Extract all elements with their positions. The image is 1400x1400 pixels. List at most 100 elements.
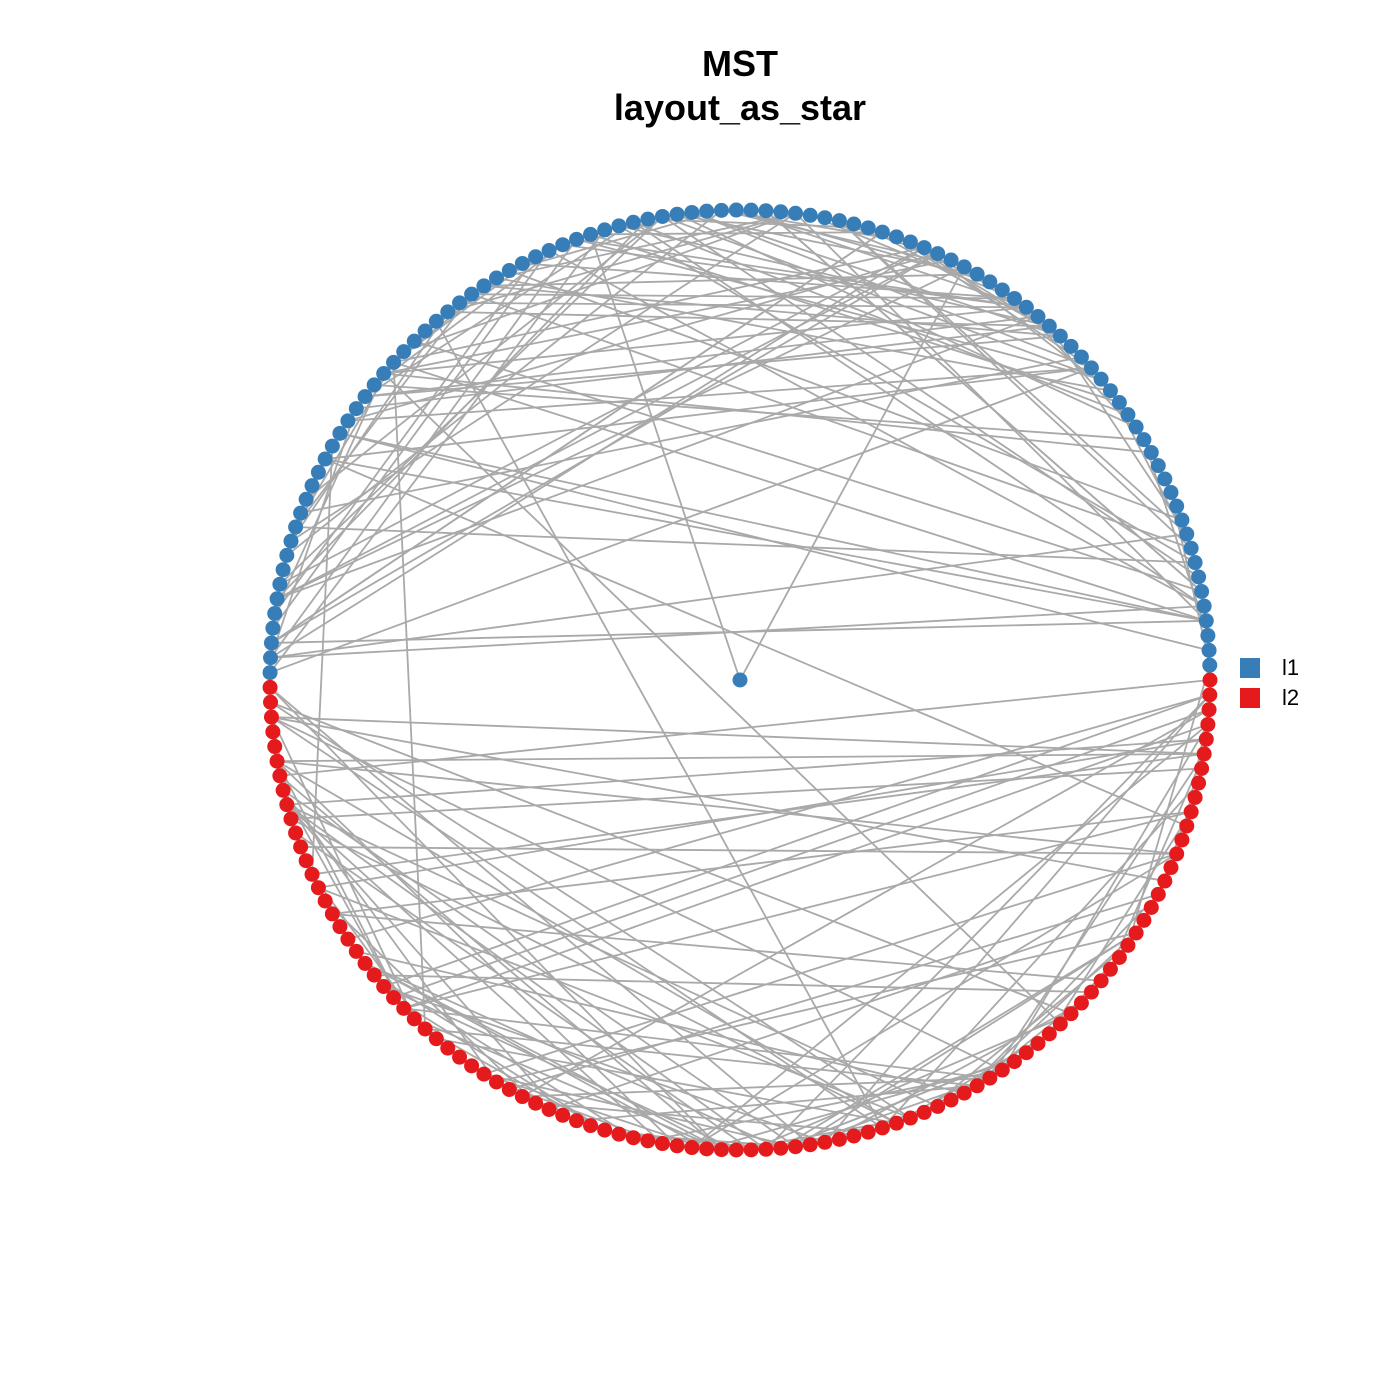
node-l2 [956, 1085, 972, 1101]
edge [425, 1028, 978, 1087]
node-l1 [298, 491, 314, 507]
node-l1 [279, 547, 295, 563]
edge [618, 224, 1050, 328]
edge [270, 716, 883, 1129]
node-l2 [376, 979, 392, 995]
edge [562, 243, 1027, 309]
legend-item-l2: l2 [1240, 683, 1299, 713]
edge [392, 362, 427, 1029]
node-l2 [654, 1136, 670, 1152]
node-l1 [611, 218, 627, 234]
node-l2 [275, 782, 291, 798]
node-l1 [357, 389, 373, 405]
edge [1109, 753, 1205, 970]
node-l2 [1136, 912, 1152, 928]
node-l1 [406, 333, 422, 349]
edge [271, 252, 939, 644]
node-l1 [340, 413, 356, 429]
node-l1 [1093, 371, 1109, 387]
edge [347, 367, 1092, 422]
node-l1 [1194, 583, 1210, 599]
node-l1 [262, 665, 278, 681]
node-l2 [332, 919, 348, 935]
node-l2 [406, 1011, 422, 1027]
legend-label-l2: l2 [1282, 685, 1300, 710]
node-l2 [1111, 949, 1127, 965]
node-l1 [1191, 569, 1207, 585]
node-l1 [802, 207, 818, 223]
edge [383, 985, 826, 1144]
node-l2 [293, 839, 309, 855]
node-l2 [773, 1140, 789, 1156]
node-l1 [1041, 318, 1057, 334]
edge [270, 231, 883, 644]
node-l1 [428, 313, 444, 329]
node-l2 [348, 943, 364, 959]
edge [780, 1051, 1027, 1150]
node-l2 [728, 1142, 744, 1158]
edge [1143, 439, 1209, 636]
node-l2 [340, 931, 356, 947]
node-l2 [269, 753, 285, 769]
node-l1 [555, 237, 571, 253]
edge [809, 214, 1015, 300]
node-l2 [1073, 995, 1089, 1011]
node-l2 [1018, 1045, 1034, 1061]
node-l2 [514, 1089, 530, 1105]
node-l2 [366, 967, 382, 983]
edge [270, 533, 1187, 659]
node-l1 [272, 576, 288, 592]
node-l1 [1102, 383, 1118, 399]
node-l2 [298, 853, 314, 869]
node-l2 [1194, 761, 1210, 777]
node-l1 [1179, 526, 1195, 542]
node-l2 [310, 880, 326, 896]
node-l2 [464, 1058, 480, 1074]
node-l1 [569, 231, 585, 247]
edge [393, 246, 925, 364]
edge [286, 804, 564, 1116]
node-l2 [1200, 716, 1216, 732]
edge [300, 846, 1177, 855]
node-l1 [501, 263, 517, 279]
legend-swatch-l2 [1240, 688, 1260, 708]
node-l2 [1163, 860, 1179, 876]
edge [809, 1105, 938, 1146]
node-l2 [1083, 984, 1099, 1000]
edge-layer [269, 209, 1211, 1151]
edge [364, 962, 722, 1151]
node-l1 [417, 323, 433, 339]
node-l2 [1128, 925, 1144, 941]
node-l1 [1143, 445, 1159, 461]
edge [276, 760, 1177, 855]
node-l1 [288, 519, 304, 535]
edge [576, 238, 1102, 381]
edge [1127, 664, 1211, 946]
edge [356, 950, 965, 1094]
node-l2 [279, 797, 295, 813]
node-l2 [743, 1142, 759, 1158]
node-l1 [684, 204, 700, 220]
node-l1 [640, 211, 656, 227]
node-l2 [428, 1031, 444, 1047]
node-l2 [1196, 746, 1212, 762]
edge [276, 218, 649, 600]
node-l1 [324, 438, 340, 454]
node-l2 [528, 1095, 544, 1111]
center-node [732, 672, 748, 688]
edge [393, 361, 1207, 622]
node-l1 [1169, 498, 1185, 514]
node-l2 [930, 1098, 946, 1114]
node-l1 [528, 249, 544, 265]
node-l1 [440, 304, 456, 320]
node-layer [262, 202, 1218, 1158]
node-l2 [1093, 973, 1109, 989]
node-l2 [583, 1118, 599, 1134]
node-l1 [263, 635, 279, 651]
node-l1 [348, 401, 364, 417]
node-l2 [1191, 775, 1207, 791]
node-l2 [1202, 687, 1218, 703]
node-l1 [541, 243, 557, 259]
edge [496, 212, 796, 279]
edge [765, 694, 1211, 1150]
